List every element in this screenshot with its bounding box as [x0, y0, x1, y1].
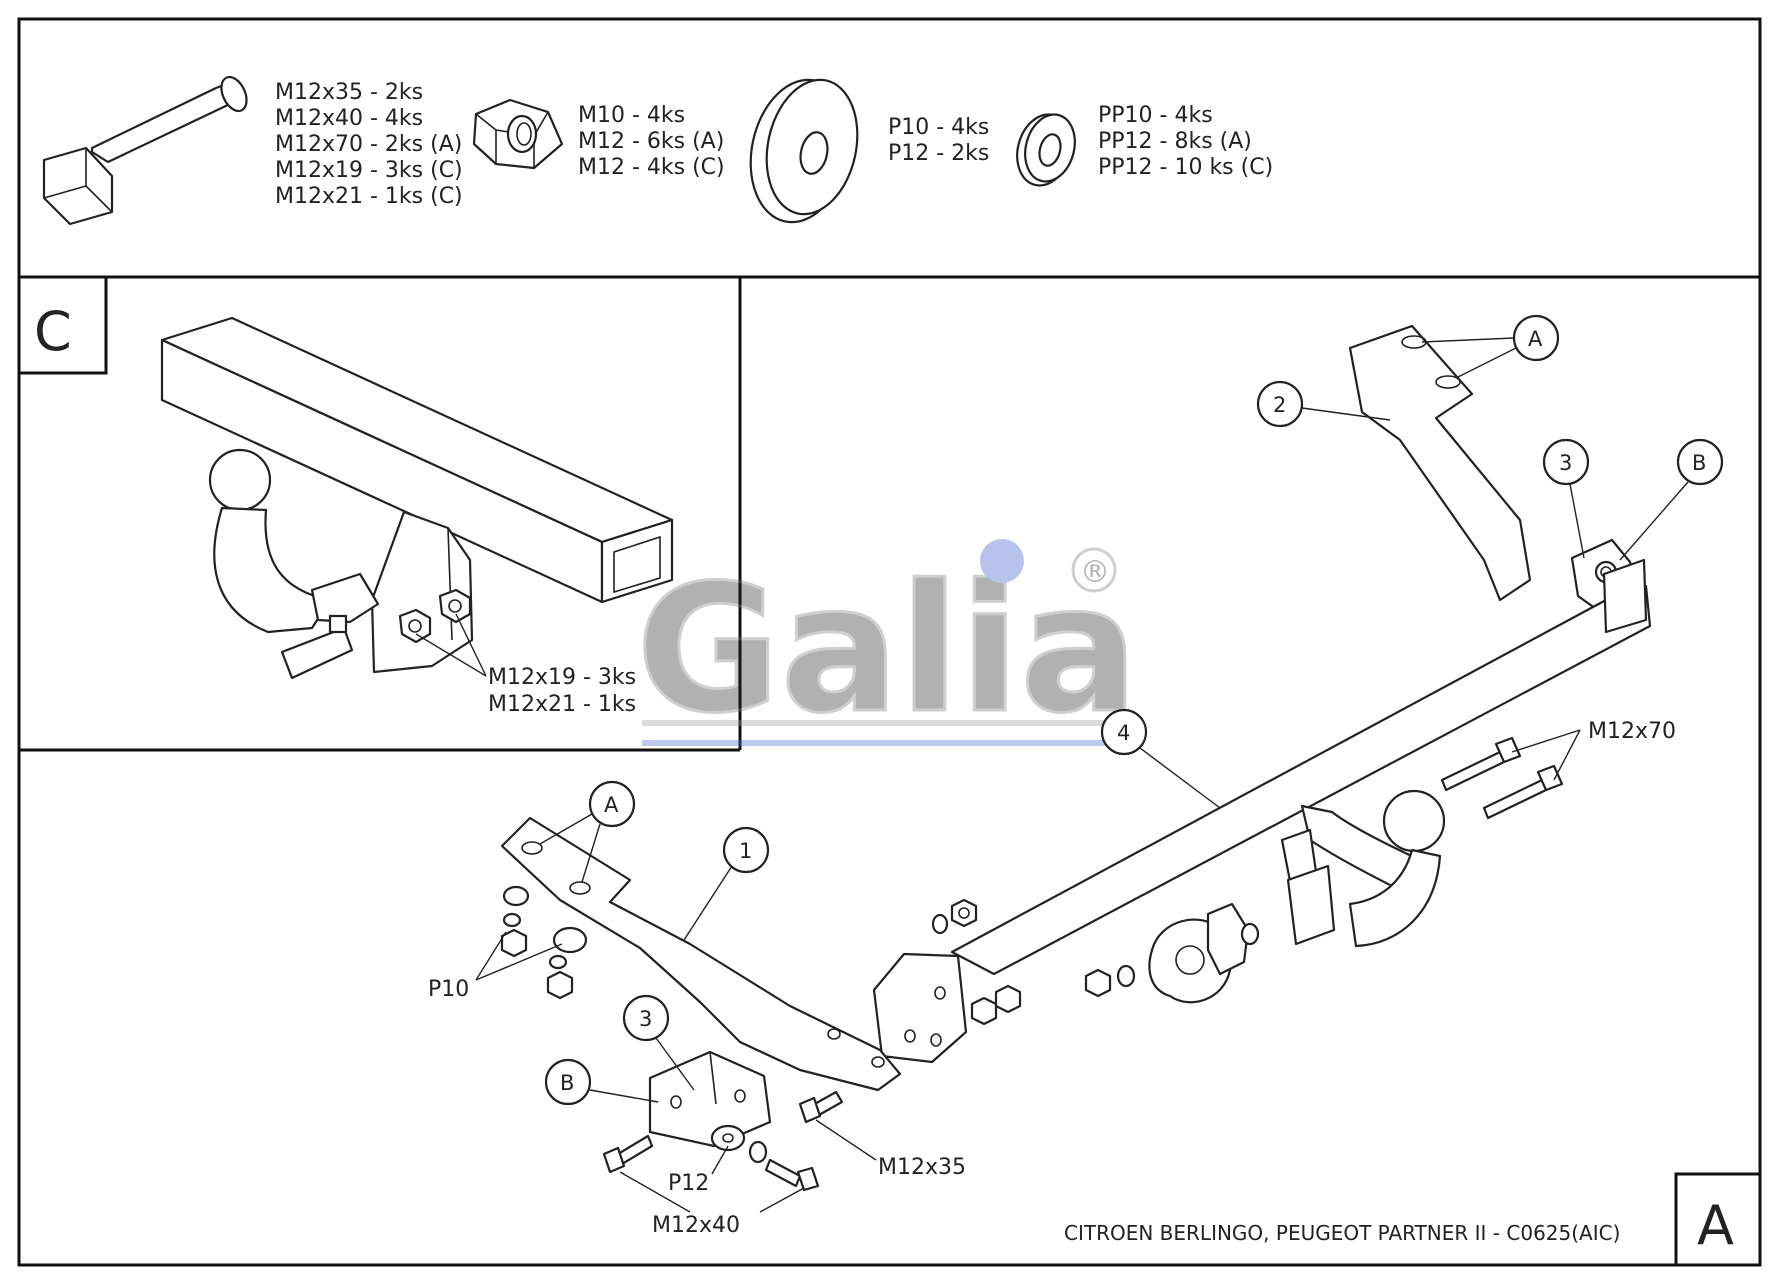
drawing-title: CITROEN BERLINGO, PEUGEOT PARTNER II - C… [1064, 1221, 1620, 1245]
panel-c-letter: C [34, 300, 72, 363]
spring-washer-icon [1016, 113, 1076, 187]
bracket-2 [1348, 324, 1532, 602]
washer-spec-2: P12 - 2ks [888, 141, 989, 166]
panel-a-letter: A [1697, 1194, 1734, 1257]
panel-c-letter-box [17, 275, 108, 375]
spring-washer-list: PP10 - 4ks PP12 - 8ks (A) PP12 - 10 ks (… [1098, 103, 1273, 180]
callout-b-left: B [544, 1058, 659, 1106]
panel-c-bolt-label-1: M12x19 - 3ks [488, 665, 636, 690]
spring-washer-spec-2: PP12 - 8ks (A) [1098, 129, 1252, 154]
bolt-spec-2: M12x40 - 4ks [275, 106, 423, 131]
callout-1-label: 1 [739, 839, 752, 863]
callout-a-left: A [539, 780, 636, 883]
label-m12x40: M12x40 [652, 1213, 740, 1238]
towball-assembly [1280, 789, 1446, 948]
hex-nut-icon [472, 98, 564, 170]
watermark-brand: Galia [636, 547, 1139, 752]
bolt-spec-4: M12x19 - 3ks (C) [275, 158, 463, 183]
panel-c-detail [160, 316, 674, 680]
panel-c-nut-right [438, 588, 472, 624]
nuts-socket [1084, 922, 1260, 998]
flat-washer-icon [749, 78, 859, 224]
nuts-upper-bar [931, 898, 978, 935]
callout-a-right-label: A [1528, 327, 1543, 351]
bracket-1 [500, 816, 902, 1092]
callout-b-right-label: B [1692, 451, 1706, 475]
bolt-list: M12x35 - 2ks M12x40 - 4ks M12x70 - 2ks (… [275, 80, 463, 209]
watermark-registered: ® [1080, 555, 1110, 590]
callout-2: 2 [1256, 380, 1391, 428]
bracket-3-left [648, 1050, 772, 1148]
washer-spec-1: P10 - 4ks [888, 115, 989, 140]
nut-list: M10 - 4ks M12 - 6ks (A) M12 - 4ks (C) [578, 103, 725, 180]
m12x40-bolt [602, 1134, 654, 1174]
nut-spec-2: M12 - 6ks (A) [578, 129, 724, 154]
galia-watermark: Galia ® [635, 539, 1142, 754]
nut-spec-1: M10 - 4ks [578, 103, 685, 128]
spring-washer-spec-1: PP10 - 4ks [1098, 103, 1213, 128]
bolt-spec-1: M12x35 - 2ks [275, 80, 423, 105]
label-p12: P12 [668, 1171, 709, 1196]
callout-4-label: 4 [1117, 721, 1130, 745]
m12x70-bolt-upper [1440, 736, 1522, 792]
spring-washer-spec-3: PP12 - 10 ks (C) [1098, 155, 1273, 180]
bolt-spec-3: M12x70 - 2ks (A) [275, 132, 462, 157]
callout-b-right: B [1619, 438, 1724, 561]
callout-3-right: 3 [1542, 438, 1590, 559]
panel-a-letter-box [1674, 1172, 1762, 1267]
washer-list: P10 - 4ks P12 - 2ks [888, 115, 989, 166]
panel-c-nut-left [398, 608, 432, 644]
callout-1: 1 [683, 826, 770, 941]
crossbar-4 [872, 558, 1652, 1064]
callout-3-left-label: 3 [639, 1007, 652, 1031]
callout-a-left-label: A [604, 793, 619, 817]
callout-b-left-label: B [560, 1071, 574, 1095]
hex-bolt-icon [42, 75, 248, 226]
nut-spec-3: M12 - 4ks (C) [578, 155, 725, 180]
callout-a-right: A [1421, 314, 1560, 379]
m12x70-bolt-lower [1482, 764, 1564, 820]
callout-3-left: 3 [622, 994, 695, 1091]
label-m12x70: M12x70 [1588, 719, 1676, 744]
callout-2-label: 2 [1273, 393, 1286, 417]
label-m12x35: M12x35 [878, 1155, 966, 1180]
p10-washers [500, 885, 588, 1000]
m12x35-bolt [798, 1090, 844, 1124]
callout-4: 4 [1100, 708, 1221, 809]
socket-plate [1148, 902, 1250, 1004]
callout-3-right-label: 3 [1559, 451, 1572, 475]
p12-washer-assembly [710, 1124, 820, 1192]
panel-c-bolt-label-2: M12x21 - 1ks [488, 692, 636, 717]
outer-frame [17, 17, 1762, 1267]
label-p10: P10 [428, 977, 469, 1002]
bolt-spec-5: M12x21 - 1ks (C) [275, 184, 463, 209]
nuts-lower-bar [970, 984, 1022, 1026]
